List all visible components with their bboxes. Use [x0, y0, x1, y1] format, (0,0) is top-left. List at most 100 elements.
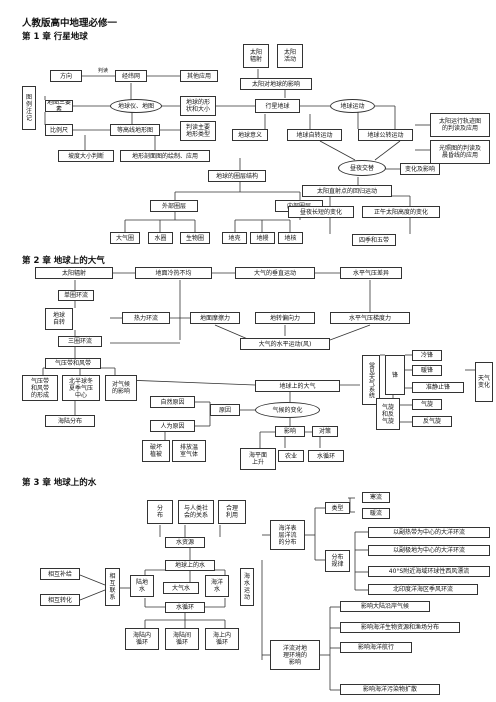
node-climate-change: 气候的变化: [255, 402, 320, 418]
node-solar-activity: 太阳 活动: [277, 44, 303, 68]
node-seawater-motion: 海 水 运 动: [240, 568, 254, 606]
node-water-resources: 水资源: [165, 537, 205, 548]
node-solar-radiation: 太阳 辐射: [243, 44, 269, 68]
node-ghg-emission: 排放温 室气体: [172, 440, 206, 462]
node-planet-earth: 行星地球: [255, 99, 300, 113]
node-pressure-wind-belts: 气压带和风带: [45, 358, 101, 369]
node-mutual-transform: 相互转化: [40, 594, 80, 606]
node-agriculture: 农业: [278, 450, 304, 462]
label-judge: 判读: [98, 68, 109, 74]
node-rational-use: 合理 利用: [218, 500, 246, 524]
node-land-inner-cycle: 海陆内 循环: [125, 628, 159, 650]
node-atmosphere: 大气圈: [110, 232, 140, 244]
node-impact: 影响: [275, 426, 305, 437]
node-types: 类型: [325, 502, 350, 514]
node-anticyclone: 反气旋: [412, 416, 452, 427]
node-surface-currents: 海洋表 层洋流 的分布: [270, 520, 305, 550]
node-single-cell: 单圈环流: [58, 290, 94, 301]
node-water-cycle-2: 水循环: [308, 450, 344, 462]
node-water-cycle: 水循环: [165, 602, 205, 613]
node-deforestation: 破坏 植被: [142, 440, 170, 462]
node-graticule: 经纬网: [115, 70, 147, 82]
node-distribution: 分 布: [147, 500, 173, 524]
node-earth-shape-size: 地球的形 状和大小: [180, 96, 216, 116]
node-climate-impact: 对气候 的影响: [105, 375, 137, 401]
node-sun-path: 太阳运行轨迹图 的判读及应用: [430, 113, 490, 137]
node-ocean-water: 海洋 水: [205, 575, 229, 597]
node-cold-front: 冷锋: [412, 350, 442, 361]
node-changes-effects: 变化及影响: [400, 163, 440, 175]
node-atmospheric-water: 大气水: [163, 582, 199, 594]
node-contour-map: 等高线地形图: [110, 124, 160, 136]
node-globe-map: 地球仪、地图: [110, 99, 162, 113]
chapter3-heading: 第 3 章 地球上的水: [22, 478, 97, 488]
node-monsoon-circulation: 北印度洋海区季风环流: [368, 584, 478, 595]
node-west-wind-drift: 40°S附近海域环球性西风漂流: [368, 566, 490, 577]
node-effect-pollution: 影响海洋污染物扩散: [340, 684, 440, 695]
node-slope: 坡度大小判断: [58, 150, 114, 162]
node-cause: 原因: [210, 404, 240, 416]
node-crust: 地壳: [222, 232, 247, 244]
node-pressure-gradient: 水平气压梯度力: [330, 312, 410, 324]
node-profile: 地形剖面图的绘制、应用: [120, 150, 210, 162]
node-sea-level-rise: 海平面 上升: [240, 448, 276, 470]
node-thermal-circulation: 热力环流: [122, 312, 170, 324]
node-map-elements: 地图三要素: [45, 100, 73, 112]
node-sea-inner-cycle: 海上内 循环: [205, 628, 239, 650]
node-effect-navigation: 影响海洋航行: [340, 642, 412, 653]
node-ground-friction: 地面摩擦力: [190, 312, 240, 324]
node-cyclone: 气旋: [412, 399, 442, 410]
node-other-uses: 其他应用: [180, 70, 218, 82]
node-mutual-supply: 相互补给: [40, 568, 80, 580]
node-land-water: 陆地 水: [130, 575, 154, 597]
node-horizontal-wind: 大气的水平运动(风): [240, 338, 330, 350]
node-weather-change: 天气 变化: [475, 362, 493, 402]
node-uneven-heating: 地面冷热不均: [135, 267, 212, 279]
node-earth-water: 地球上的水: [165, 560, 215, 571]
node-effect-climate: 影响大陆沿岸气候: [340, 601, 430, 612]
node-landform-types: 判读主要 地形类型: [180, 121, 216, 141]
node-three-cell: 三圈环流: [58, 336, 102, 347]
node-illumination: 光照图的判读及 晨昏线的应用: [430, 140, 490, 164]
node-subtropical-gyre: 以副热带为中心的大洋环流: [368, 527, 490, 538]
node-natural-cause: 自然原因: [150, 396, 195, 408]
node-land-sea-distribution: 海陆分布: [45, 415, 95, 427]
node-effect-fishery: 影响海洋生物资源和渔场分布: [340, 622, 460, 633]
node-belts-formation: 气压带 和风带 的形成: [22, 375, 58, 401]
node-weather-systems: 常见天气系统: [362, 355, 380, 405]
node-outer-layers: 外部圈层: [150, 200, 198, 212]
doc-title: 人教版高中地理必修一: [22, 18, 118, 29]
node-countermeasure: 对策: [312, 426, 338, 437]
node-vertical-motion: 大气的垂直运动: [235, 267, 315, 279]
node-pressure-difference: 水平气压差异: [340, 267, 402, 279]
node-legend-notes: 图 例 注 记: [22, 86, 36, 130]
node-interconnection: 相 互 联 系: [105, 568, 120, 606]
chapter1-heading: 第 1 章 行星地球: [22, 32, 88, 42]
node-earth-atmosphere: 地球上的大气: [255, 380, 340, 392]
node-subsolar-movement: 太阳直射点的回归运动: [302, 185, 392, 197]
node-coriolis: 地转偏向力: [255, 312, 315, 324]
node-earth-motion: 地球运动: [330, 99, 375, 113]
node-sea-land-cycle: 海陆间 循环: [165, 628, 199, 650]
node-warm-front: 暖锋: [412, 365, 442, 376]
node-core: 地核: [278, 232, 303, 244]
node-scale: 比例尺: [45, 124, 73, 136]
node-nh-pressure-centers: 北半球冬 夏季气压 中心: [62, 375, 100, 401]
node-human-relation: 与人类社 会的关系: [178, 500, 214, 524]
node-revolution: 地球公转运动: [358, 129, 413, 141]
node-subpolar-gyre: 以副极地为中心的大洋环流: [368, 545, 490, 556]
node-earth-rotation: 地球 自转: [45, 308, 73, 330]
node-direction: 方向: [50, 70, 82, 82]
node-cyclone-anticyclone: 气旋 和反 气旋: [376, 398, 400, 430]
node-cold-current: 寒流: [362, 492, 390, 503]
node-distribution-rules: 分布 规律: [325, 550, 350, 572]
node-mantle: 地幔: [250, 232, 275, 244]
node-layer-structure: 地球的圈层结构: [208, 170, 266, 182]
node-current-effects: 洋流对地 理环境的 影响: [270, 640, 320, 670]
node-day-night: 昼夜交替: [338, 160, 386, 176]
node-hydrosphere: 水圈: [148, 232, 173, 244]
node-rotation: 地球自转运动: [287, 129, 342, 141]
node-sun-effect-earth: 太阳对地球的影响: [240, 78, 312, 90]
node-human-cause: 人为原因: [150, 420, 195, 432]
